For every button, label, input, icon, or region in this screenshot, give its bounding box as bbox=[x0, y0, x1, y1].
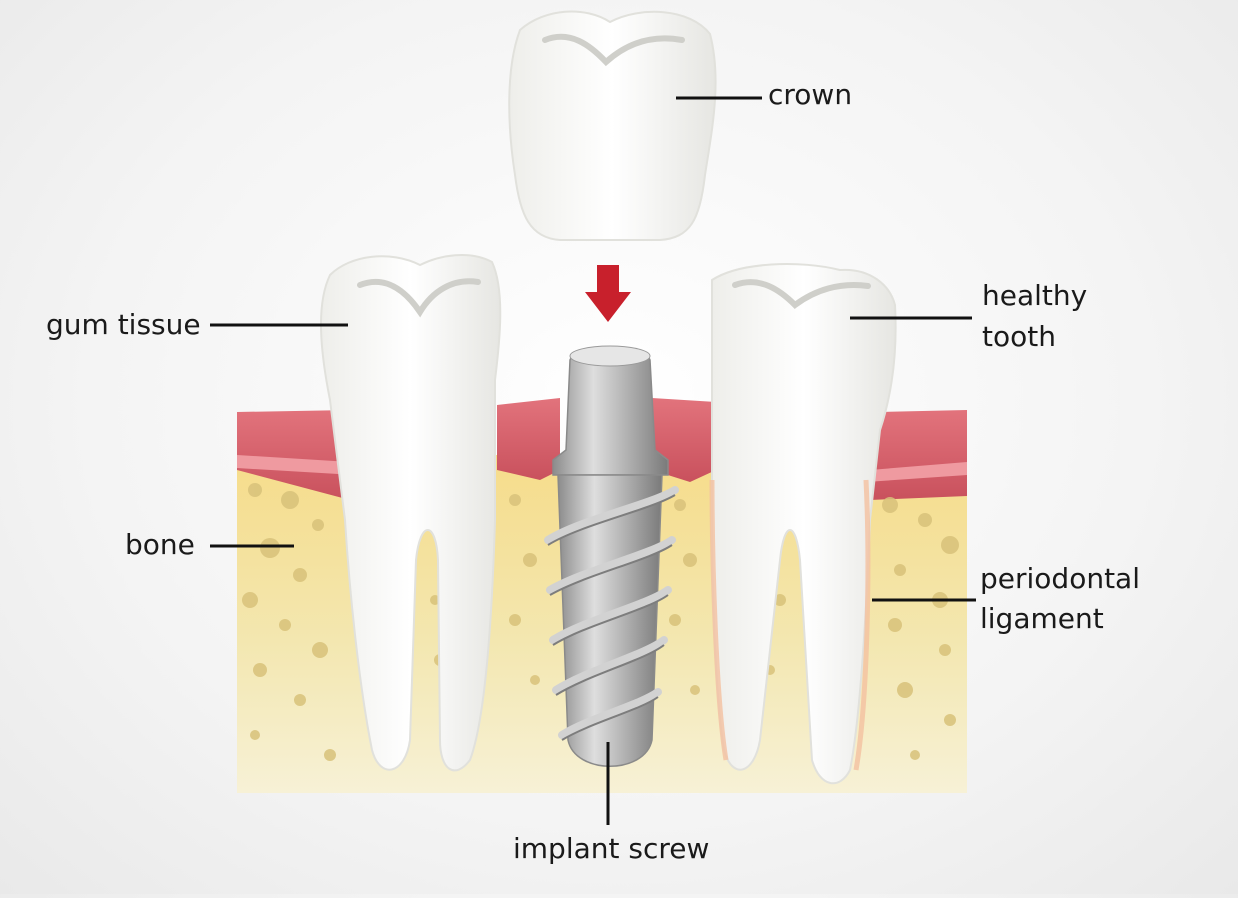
implant-screw-threads bbox=[544, 486, 679, 739]
periodontal-ligament-label-line1: periodontal bbox=[980, 562, 1140, 595]
gum-highlight bbox=[237, 455, 967, 482]
implant-screw-label: implant screw bbox=[513, 832, 709, 865]
crown-shape bbox=[508, 10, 717, 241]
left-tooth-fissure bbox=[357, 278, 481, 318]
gum-tissue-label: gum tissue bbox=[46, 308, 201, 341]
healthy-tooth-fissure bbox=[732, 279, 871, 309]
left-tooth bbox=[320, 254, 502, 772]
crown-label: crown bbox=[768, 78, 852, 111]
implant-abutment bbox=[552, 348, 669, 476]
gum-tissue-band-middle bbox=[497, 398, 560, 480]
bone-label: bone bbox=[125, 528, 195, 561]
healthy-tooth-label-line1: healthy bbox=[982, 279, 1087, 312]
healthy-tooth-label-line2: tooth bbox=[982, 320, 1056, 353]
insertion-arrow-icon bbox=[585, 265, 631, 322]
implant-abutment-top bbox=[569, 345, 651, 367]
gum-tissue-band bbox=[237, 410, 360, 500]
periodontal-ligament-outline bbox=[709, 479, 871, 771]
periodontal-ligament-label-line2: ligament bbox=[980, 602, 1104, 635]
implant-screw-thread-shadows bbox=[547, 494, 676, 741]
crown-fissure bbox=[542, 33, 685, 67]
